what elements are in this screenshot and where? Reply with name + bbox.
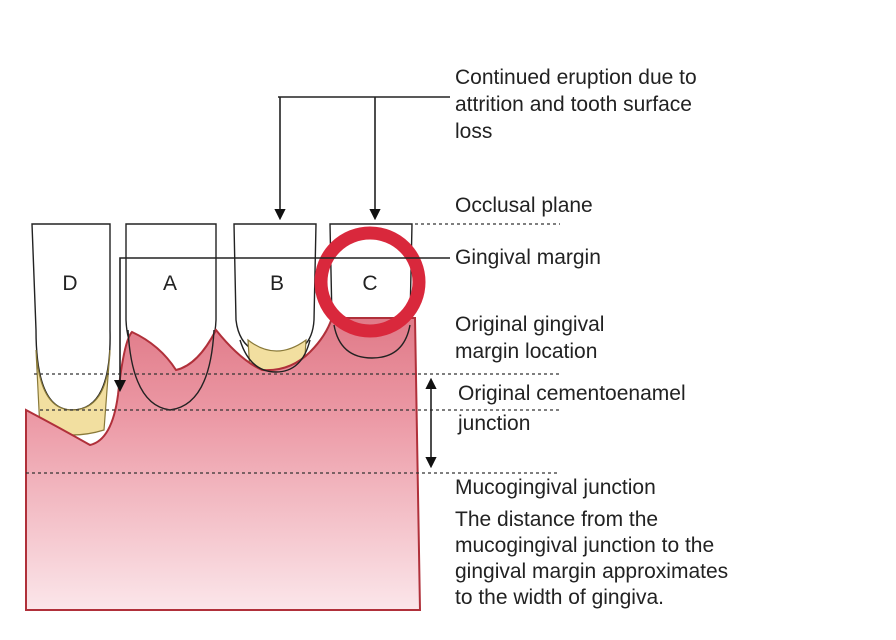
label-gingival-margin: Gingival margin [455,246,601,269]
tooth-label-b: B [270,272,284,295]
note-line-2: mucogingival junction to the [455,534,714,557]
label-continued-eruption-3: loss [455,120,492,143]
label-original-gingival-margin-1: Original gingival [455,313,604,336]
tooth-label-c: C [362,272,377,295]
gingival-margin-leader [119,257,450,383]
highlight-ring [314,226,426,338]
label-original-cej-2: junction [457,412,530,435]
label-original-gingival-margin-2: margin location [455,340,597,363]
cej-outline-c [333,324,411,359]
label-occlusal-plane: Occlusal plane [455,194,593,217]
tooth-b [233,223,317,376]
label-mucogingival-junction: Mucogingival junction [455,476,656,499]
note-line-1: The distance from the [455,508,658,531]
gingival-margin-arrow-icon [114,380,126,392]
gingiva [25,317,422,611]
cej-outline-a [127,329,215,411]
label-original-cej-1: Original cementoenamel [458,382,686,405]
note-line-4: to the width of gingiva. [455,586,664,609]
tooth-label-d: D [62,272,77,295]
tooth-d [31,223,111,436]
tooth-label-a: A [163,272,177,295]
label-continued-eruption-1: Continued eruption due to [455,66,697,89]
note-line-3: gingival margin approximates [455,560,728,583]
cej-outline-b [239,339,311,373]
label-continued-eruption-2: attrition and tooth surface [455,93,692,116]
